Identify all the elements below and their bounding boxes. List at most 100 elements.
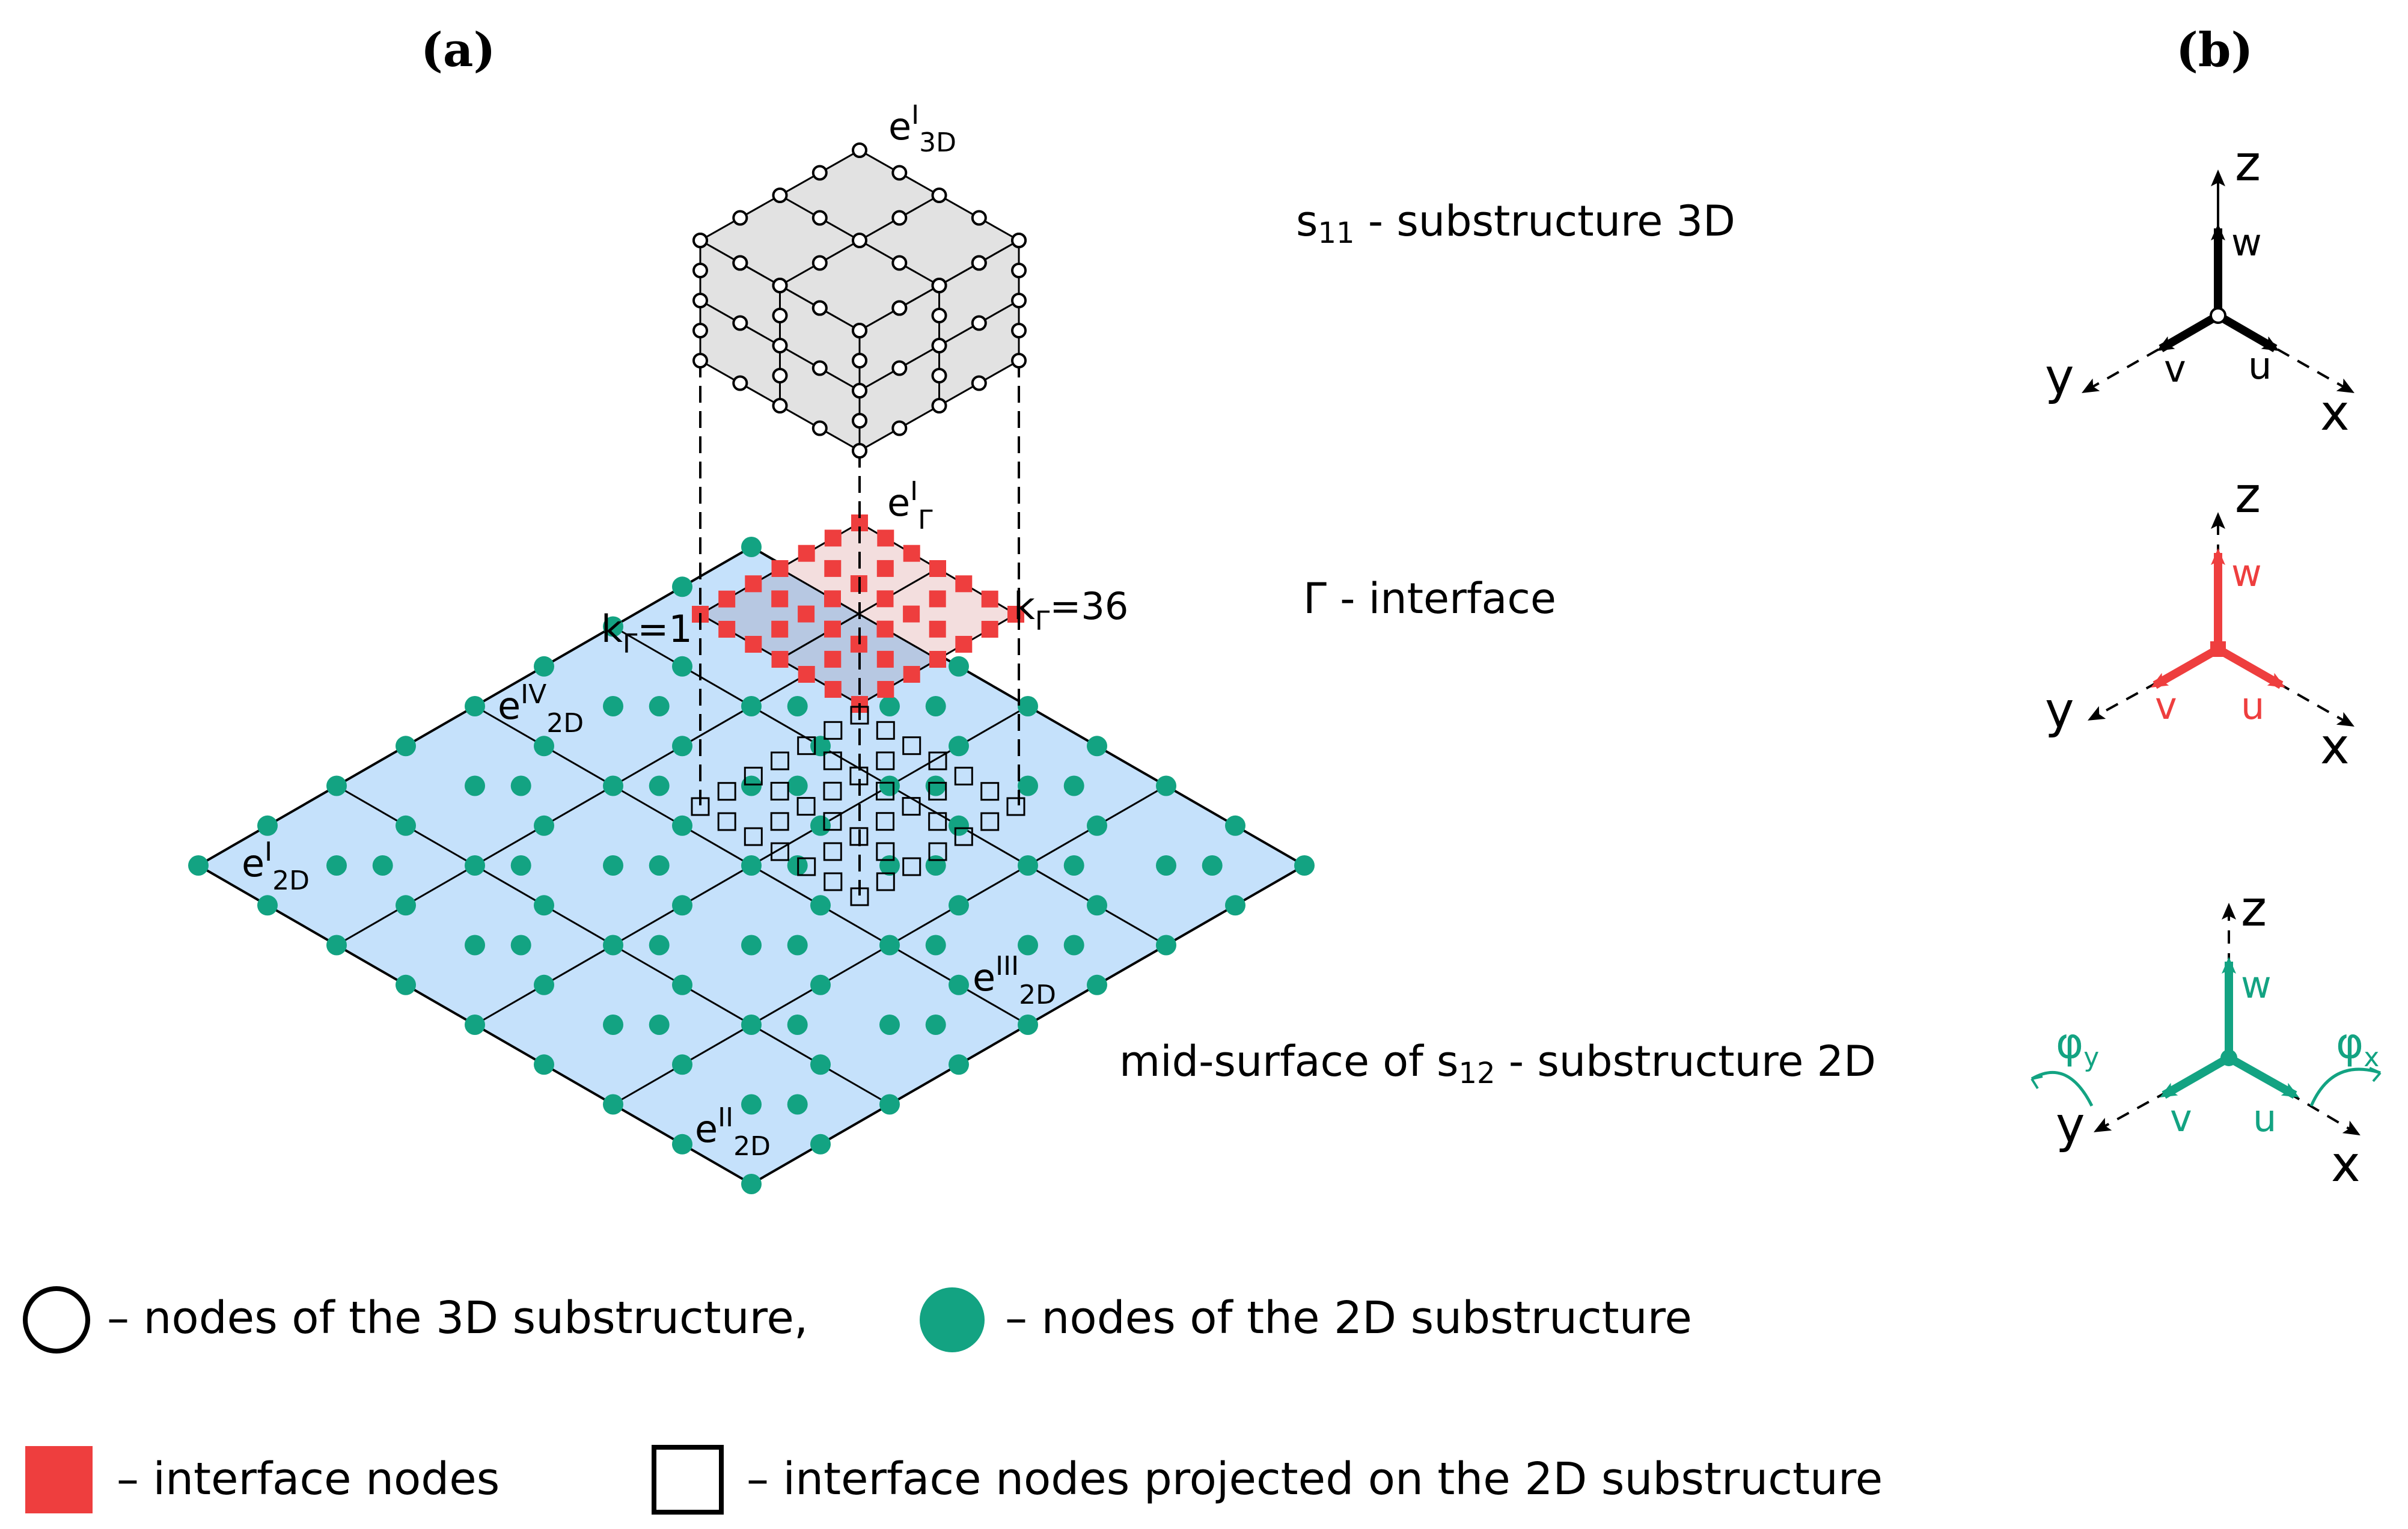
node-2d xyxy=(534,656,554,677)
node-2d xyxy=(810,1054,831,1075)
interface-node xyxy=(798,666,815,683)
node-2d xyxy=(534,815,554,836)
node-2d xyxy=(396,815,416,836)
node-2d xyxy=(1063,855,1084,876)
axis-z-3: z xyxy=(2241,880,2267,938)
projected-node xyxy=(876,751,895,771)
node-2d xyxy=(925,696,946,716)
projected-node xyxy=(797,736,816,755)
legend-marker-interface-node xyxy=(25,1446,93,1513)
node-2d xyxy=(949,815,969,836)
axis-u-1: u xyxy=(2248,344,2272,388)
node-2d xyxy=(1156,935,1176,956)
node-3d xyxy=(891,165,908,181)
node-2d xyxy=(1018,696,1038,716)
interface-node xyxy=(929,651,946,668)
node-2d xyxy=(510,775,531,796)
interface-node xyxy=(955,636,973,653)
interface-node xyxy=(876,620,894,638)
node-2d xyxy=(396,736,416,757)
projected-node xyxy=(928,842,947,861)
projected-node xyxy=(717,812,736,831)
node-3d xyxy=(692,353,708,368)
interface-node xyxy=(876,590,894,608)
node-3d xyxy=(811,255,828,271)
axis-u-2: u xyxy=(2241,684,2264,728)
interface-node xyxy=(1007,606,1024,623)
projected-node xyxy=(823,751,842,771)
axis-w-2: w xyxy=(2231,551,2262,595)
node-2d xyxy=(741,537,762,557)
triad-2d: z w y v u x φy φx xyxy=(2031,880,2382,1193)
node-3d xyxy=(1011,263,1027,278)
node-3d xyxy=(692,233,708,248)
node-2d xyxy=(257,815,278,836)
legend-text-3d-nodes: – nodes of the 3D substructure, xyxy=(107,1292,808,1344)
axis-y-3: y xyxy=(2056,1097,2085,1154)
projected-node xyxy=(876,872,895,891)
projected-node xyxy=(928,812,947,831)
node-3d xyxy=(772,368,788,383)
node-3d xyxy=(732,255,748,271)
projected-node xyxy=(824,721,843,740)
node-2d xyxy=(603,1094,623,1115)
projected-node xyxy=(980,782,1000,801)
node-3d xyxy=(772,398,788,414)
node-3d xyxy=(852,142,867,158)
axis-x-2: x xyxy=(2320,718,2350,775)
node-2d xyxy=(1063,935,1084,956)
node-2d xyxy=(465,1015,485,1035)
interface-node xyxy=(929,560,946,577)
node-2d xyxy=(396,895,416,916)
interface-node xyxy=(903,545,920,562)
node-3d xyxy=(852,233,867,248)
node-2d xyxy=(1018,775,1038,796)
node-2d xyxy=(1087,895,1107,916)
node-3d xyxy=(772,188,788,203)
node-3d xyxy=(772,338,788,353)
triad-interface: z w y v u x xyxy=(2045,467,2355,775)
projected-node xyxy=(954,827,973,846)
legend-text-2d-nodes: – nodes of the 2D substructure xyxy=(1005,1292,1692,1344)
node-3d xyxy=(1011,233,1027,248)
node-2d xyxy=(465,935,485,956)
node-3d xyxy=(732,210,748,226)
legend-text-interface-nodes: – interface nodes xyxy=(117,1453,500,1505)
node-2d xyxy=(672,895,692,916)
interface-node xyxy=(824,650,842,668)
desc-gamma: Γ - interface xyxy=(1303,574,1556,623)
node-2d xyxy=(949,1054,969,1075)
projected-node xyxy=(823,812,842,831)
interface-node xyxy=(877,681,894,698)
projected-node xyxy=(1006,797,1025,816)
axis-u-3: u xyxy=(2253,1096,2276,1140)
label-egamma: eIΓ xyxy=(887,476,933,536)
node-2d xyxy=(787,696,808,716)
node-2d xyxy=(1202,855,1223,876)
label-k36: kΓ=36 xyxy=(1013,584,1128,636)
node-2d xyxy=(1156,775,1176,796)
node-3d xyxy=(852,353,867,368)
node-2d xyxy=(372,855,393,876)
desc-s12: mid-surface of s12 - substructure 2D xyxy=(1119,1037,1876,1090)
node-2d xyxy=(672,736,692,757)
node-2d xyxy=(1156,855,1176,876)
axis-x-1: x xyxy=(2320,385,2350,442)
interface-node xyxy=(798,545,815,562)
node-2d xyxy=(879,775,900,796)
node-2d xyxy=(1225,895,1245,916)
legend-marker-projected-node xyxy=(652,1445,724,1515)
node-2d xyxy=(741,1015,762,1035)
node-2d xyxy=(879,1015,900,1035)
node-2d xyxy=(672,576,692,597)
node-3d xyxy=(852,413,867,429)
node-3d xyxy=(971,375,987,391)
node-2d xyxy=(741,775,762,796)
node-2d xyxy=(510,935,531,956)
node-2d xyxy=(879,1094,900,1115)
axis-v-2: v xyxy=(2155,684,2177,728)
node-2d xyxy=(649,775,670,796)
interface-node xyxy=(745,575,762,593)
node-2d xyxy=(741,935,762,956)
node-2d xyxy=(649,696,670,716)
